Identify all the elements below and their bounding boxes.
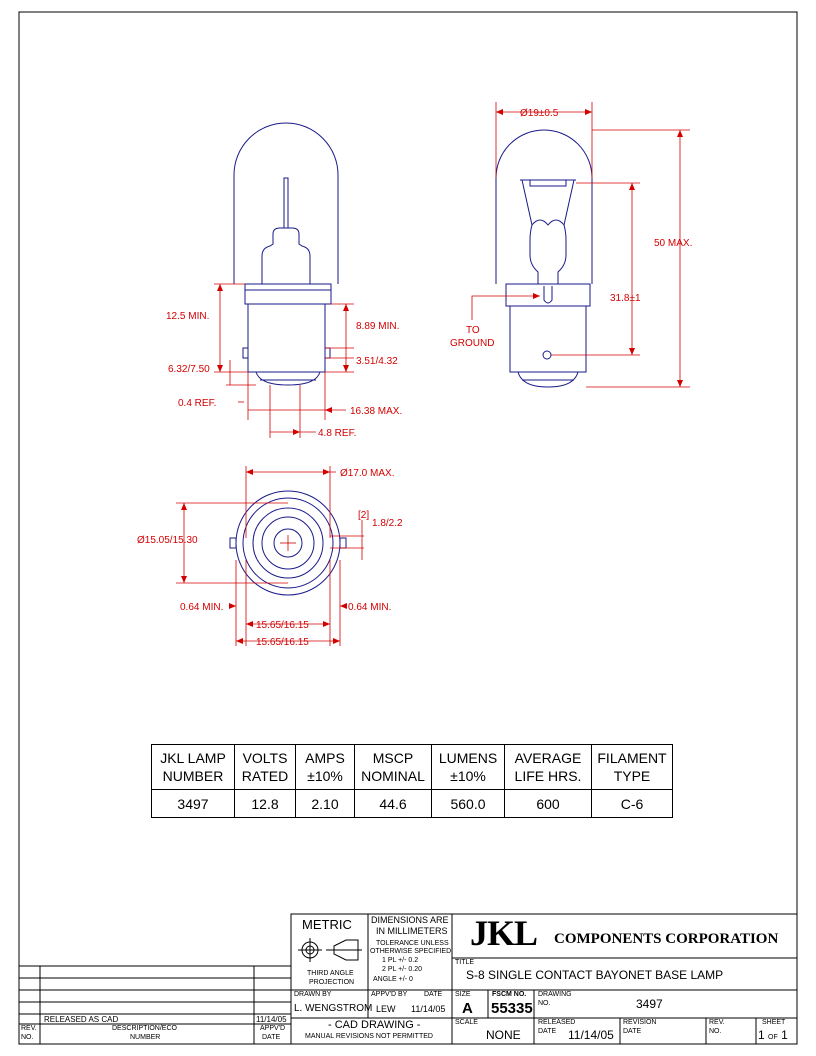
dim-bracket-2: [2]: [358, 510, 369, 521]
tolerance-line-2: OTHERWISE SPECIFIED: [370, 948, 452, 955]
drawn-by: L. WENGSTROM: [294, 1003, 373, 1014]
dim-17-max: Ø17.0 MAX.: [340, 468, 394, 479]
revision-entry-desc: RELEASED AS CAD: [44, 1015, 119, 1024]
dim-0-4-ref: 0.4 REF.: [178, 398, 216, 409]
projection-line-2: PROJECTION: [309, 979, 355, 986]
fscm-value: 55335: [491, 1000, 533, 1017]
col-appvd-label: APPV'D: [260, 1025, 286, 1032]
dim-31-8: 31.8±1: [610, 293, 641, 304]
tolerance-line-1: TOLERANCE UNLESS: [376, 940, 449, 947]
sheet-number: 1 OF 1: [758, 1028, 788, 1042]
dim-12-5-min: 12.5 MIN.: [166, 311, 209, 322]
company-logo: JKL: [470, 913, 538, 953]
drawing-no-label: NO.: [538, 1000, 551, 1007]
dim-50-max: 50 MAX.: [654, 238, 692, 249]
cad-drawing-note: - CAD DRAWING -: [328, 1019, 421, 1031]
tolerance-1pl: 1 PL +/- 0.2: [382, 957, 419, 964]
dim-15-05: Ø15.05/15.30: [137, 535, 198, 546]
tolerance-angle: ANGLE +/- 0: [373, 976, 413, 983]
value-lamp-number: 3497: [151, 789, 235, 818]
value-lumens: 560.0: [431, 789, 505, 818]
third-angle-projection-icon: [298, 938, 362, 962]
dim-6-32: 6.32/7.50: [168, 364, 210, 375]
lamp-end-view: [229, 490, 347, 596]
header-lumens: LUMENS±10%: [431, 744, 505, 790]
col-rev-label-2: NO.: [21, 1034, 34, 1041]
drawing-title: S-8 SINGLE CONTACT BAYONET BASE LAMP: [466, 968, 724, 982]
dim-15-65-b: 15.65/16.15: [256, 637, 309, 648]
scale-label: SCALE: [455, 1019, 478, 1026]
released-date: 11/14/05: [568, 1028, 614, 1042]
value-volts: 12.8: [234, 789, 296, 818]
sheet-label: SHEET: [762, 1019, 786, 1026]
drawing-label: DRAWING: [538, 991, 572, 998]
col-desc-label: DESCRIPTION/ECO: [112, 1025, 177, 1032]
value-average-life: 600: [504, 789, 592, 818]
size-label: SIZE: [455, 991, 471, 998]
dim-0-64-right: 0.64 MIN.: [348, 602, 391, 613]
drawing-number: 3497: [636, 997, 663, 1011]
scale-value: NONE: [486, 1028, 521, 1042]
dims-line-1: DIMENSIONS ARE: [371, 915, 449, 925]
dimension-lines: [176, 102, 690, 646]
rev-no-label-2: NO.: [709, 1028, 722, 1035]
metric-label: METRIC: [302, 917, 352, 932]
lamp-side-view-left: [233, 122, 339, 386]
dim-16-38-max: 16.38 MAX.: [350, 406, 402, 417]
fscm-label: FSCM NO.: [492, 991, 527, 998]
dim-to-ground-1: TO: [466, 325, 480, 336]
header-amps: AMPS±10%: [295, 744, 355, 790]
dim-3-51: 3.51/4.32: [356, 356, 398, 367]
dim-4-8-ref: 4.8 REF.: [318, 428, 356, 439]
rev-no-label: REV.: [709, 1019, 725, 1026]
spec-value-row: 3497 12.8 2.10 44.6 560.0 600 C-6: [151, 789, 673, 818]
value-amps: 2.10: [295, 789, 355, 818]
dim-diameter-19: Ø19±0.5: [520, 108, 559, 119]
col-date-label: DATE: [262, 1034, 281, 1041]
dim-0-64-left: 0.64 MIN.: [180, 602, 223, 613]
title-label: TITLE: [455, 959, 475, 966]
size-value: A: [462, 1000, 473, 1017]
col-rev-label: REV.: [21, 1025, 37, 1032]
released-label: RELEASED: [538, 1019, 576, 1026]
col-desc-label-2: NUMBER: [130, 1034, 161, 1041]
dim-1-8: 1.8/2.2: [372, 518, 403, 529]
lamp-side-view-right: [495, 129, 593, 388]
value-filament: C-6: [591, 789, 673, 818]
value-mscp: 44.6: [354, 789, 432, 818]
approved-by-label: APPV'D BY: [371, 991, 408, 998]
revision-entry-date: 11/14/05: [256, 1015, 287, 1024]
revision-block-lines: [19, 965, 291, 1044]
dims-line-2: IN MILLIMETERS: [376, 926, 448, 936]
approved-date-label: DATE: [424, 991, 443, 998]
tolerance-2pl: 2 PL +/- 0.20: [382, 966, 423, 973]
title-block-lines: [290, 913, 798, 1045]
approved-date: 11/14/05: [411, 1004, 446, 1014]
dim-to-ground-2: GROUND: [450, 338, 494, 349]
dim-15-65-a: 15.65/16.15: [256, 620, 309, 631]
manual-revisions-note: MANUAL REVISIONS NOT PERMITTED: [305, 1033, 433, 1040]
released-date-label: DATE: [538, 1028, 557, 1035]
drawn-by-label: DRAWN BY: [294, 991, 332, 998]
revision-date-label: DATE: [623, 1028, 642, 1035]
company-name: COMPONENTS CORPORATION: [554, 931, 779, 947]
projection-line-1: THIRD ANGLE: [307, 970, 354, 977]
approved-by: LEW: [376, 1004, 396, 1014]
dim-8-89-min: 8.89 MIN.: [356, 321, 399, 332]
revision-label: REVISION: [623, 1019, 657, 1026]
